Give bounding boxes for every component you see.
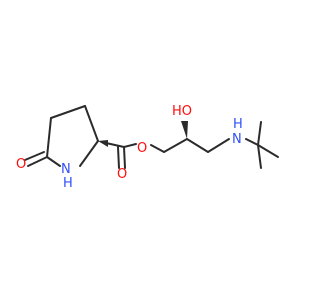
bond-ester-o-ch2 xyxy=(150,144,165,153)
stereo-wedge-alpha xyxy=(98,140,108,147)
bond-tbu-methyl-1 xyxy=(257,121,262,146)
atom-hydroxyl: HO xyxy=(172,104,192,119)
carbonyl-double-bond-b xyxy=(117,146,120,169)
atom-amine-nitrogen: N xyxy=(232,132,242,147)
atom-ester-oxygen: O xyxy=(137,141,147,156)
atom-amine-hydrogen: H xyxy=(233,117,243,132)
ring-bond-c4-c2 xyxy=(84,105,99,142)
ring-bond-c3-c5 xyxy=(46,117,52,158)
bond-c2-carboxyl xyxy=(105,142,125,148)
atom-ring-nitrogen: N xyxy=(61,162,71,177)
molecule-structure: O N H O O HO H N xyxy=(0,0,300,300)
lactam-double-bond-a xyxy=(27,156,48,167)
ring-bond-n-c2 xyxy=(79,140,99,167)
bond-ch2-nh xyxy=(207,138,230,153)
bond-tbu-methyl-3 xyxy=(257,144,262,169)
lactam-double-bond-b xyxy=(24,151,45,161)
stereo-wedge-hydroxyl xyxy=(181,121,188,139)
bond-ch2-choh xyxy=(163,138,188,153)
bond-tbu-methyl-2 xyxy=(257,144,279,158)
bond-choh-ch2 xyxy=(186,138,209,153)
atom-lactam-oxygen: O xyxy=(16,157,26,172)
ring-bond-c5-n xyxy=(46,156,61,167)
carbonyl-double-bond-a xyxy=(123,146,126,169)
bonds xyxy=(24,105,279,169)
ring-bond-c3-c4 xyxy=(50,105,86,119)
atom-carbonyl-oxygen: O xyxy=(117,167,127,182)
atom-ring-nh-hydrogen: H xyxy=(63,176,73,191)
background xyxy=(0,0,300,300)
bond-nh-tbu xyxy=(245,138,259,146)
bond-carboxyl-ester-o xyxy=(123,143,137,148)
molecule-svg: O N H O O HO H N xyxy=(0,0,300,300)
